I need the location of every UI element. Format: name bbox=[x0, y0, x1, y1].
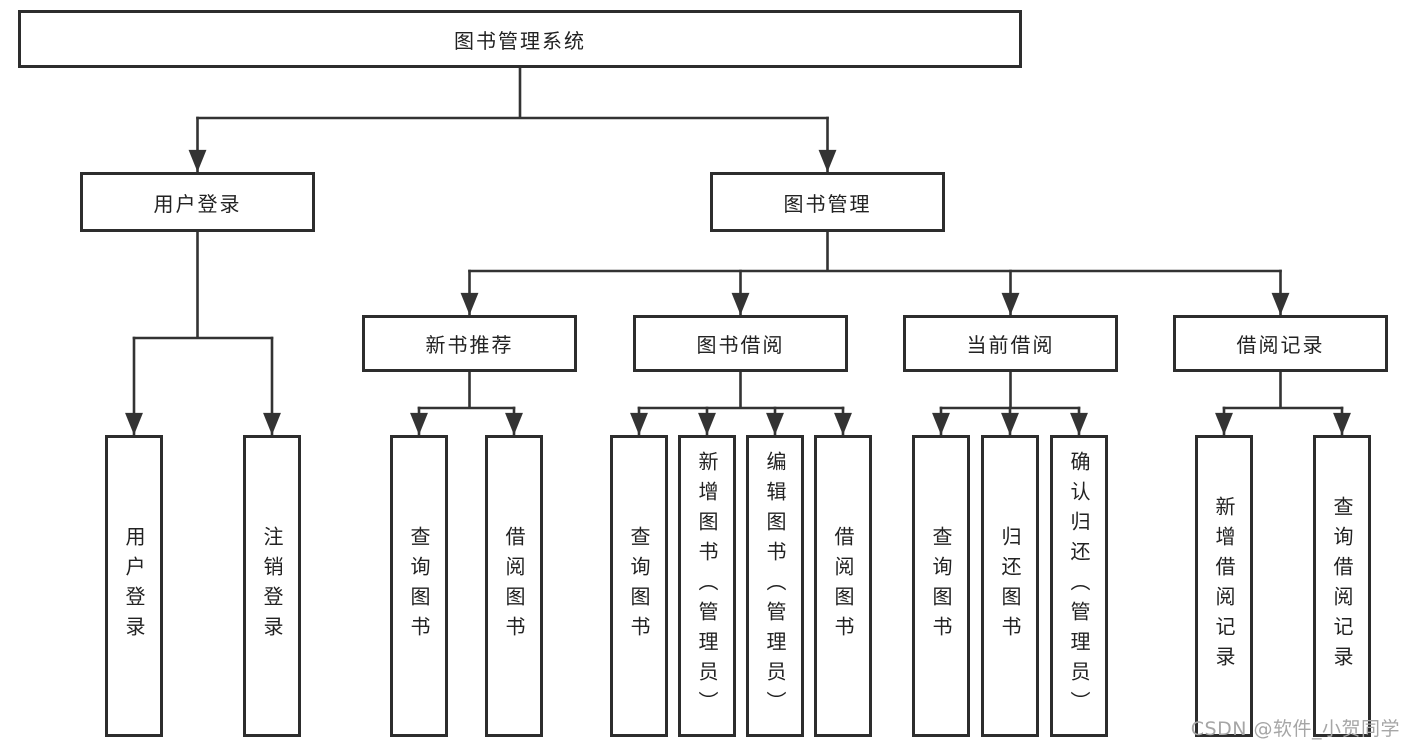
node-label: 编辑图书（管理员） bbox=[763, 451, 787, 721]
leaf-edit-book-admin: 编辑图书（管理员） bbox=[746, 435, 804, 737]
node-book-borrow: 图书借阅 bbox=[633, 315, 848, 372]
node-label: 新书推荐 bbox=[425, 333, 514, 357]
node-label: 图书管理系统 bbox=[454, 28, 586, 53]
leaf-query-book-current: 查询图书 bbox=[912, 435, 970, 737]
node-label: 新增图书（管理员） bbox=[695, 451, 719, 721]
node-current-borrow: 当前借阅 bbox=[903, 315, 1118, 372]
node-label: 图书借阅 bbox=[696, 333, 785, 357]
node-label: 当前借阅 bbox=[966, 333, 1055, 357]
node-label: 用户登录 bbox=[122, 526, 146, 646]
node-label: 注销登录 bbox=[260, 526, 284, 646]
node-label: 借阅图书 bbox=[502, 526, 526, 646]
node-label: 借阅记录 bbox=[1236, 333, 1325, 357]
node-user-login: 用户登录 bbox=[80, 172, 315, 232]
leaf-add-book-admin: 新增图书（管理员） bbox=[678, 435, 736, 737]
leaf-user-login: 用户登录 bbox=[105, 435, 163, 737]
node-book-management: 图书管理 bbox=[710, 172, 945, 232]
leaf-query-borrow-record: 查询借阅记录 bbox=[1313, 435, 1371, 737]
node-label: 归还图书 bbox=[998, 526, 1022, 646]
leaf-query-book-recommend: 查询图书 bbox=[390, 435, 448, 737]
leaf-confirm-return-admin: 确认归还（管理员） bbox=[1050, 435, 1108, 737]
node-label: 用户登录 bbox=[153, 191, 242, 216]
leaf-return-book: 归还图书 bbox=[981, 435, 1039, 737]
node-new-book-recommend: 新书推荐 bbox=[362, 315, 577, 372]
node-label: 借阅图书 bbox=[831, 526, 855, 646]
leaf-logout: 注销登录 bbox=[243, 435, 301, 737]
node-label: 查询图书 bbox=[407, 526, 431, 646]
node-label: 查询借阅记录 bbox=[1330, 496, 1354, 676]
node-root: 图书管理系统 bbox=[18, 10, 1022, 68]
connector-trunk bbox=[132, 66, 1344, 410]
node-label: 图书管理 bbox=[783, 191, 872, 216]
csdn-watermark: CSDN @软件_小贺同学 bbox=[1190, 718, 1400, 740]
leaf-borrow-book-recommend: 借阅图书 bbox=[485, 435, 543, 737]
node-label: 查询图书 bbox=[627, 526, 651, 646]
leaf-query-book: 查询图书 bbox=[610, 435, 668, 737]
leaf-add-borrow-record: 新增借阅记录 bbox=[1195, 435, 1253, 737]
node-label: 确认归还（管理员） bbox=[1067, 451, 1091, 721]
node-label: 查询图书 bbox=[929, 526, 953, 646]
node-borrow-record: 借阅记录 bbox=[1173, 315, 1388, 372]
leaf-borrow-book: 借阅图书 bbox=[814, 435, 872, 737]
node-label: 新增借阅记录 bbox=[1212, 496, 1236, 676]
